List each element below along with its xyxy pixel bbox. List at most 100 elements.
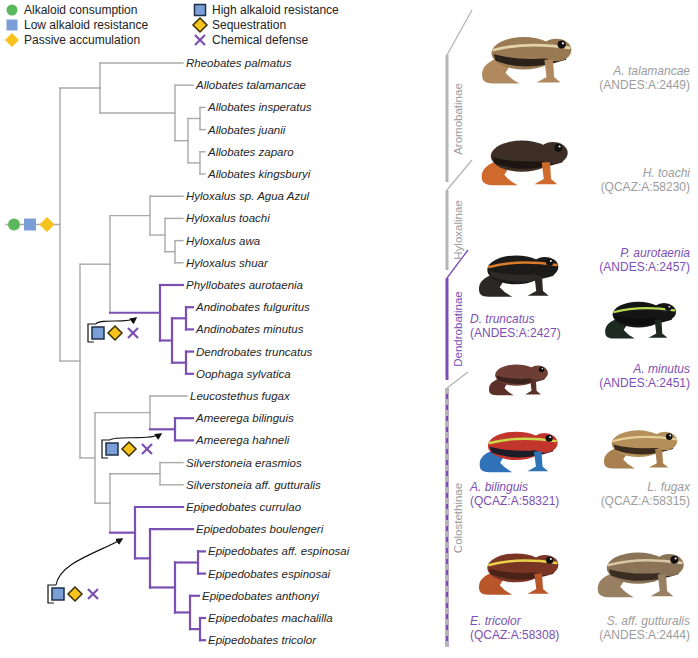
tree-branch — [199, 152, 200, 174]
specimen-id: (ANDES:A:2451) — [599, 376, 690, 390]
tree-branch — [110, 215, 150, 216]
tree-branch — [150, 234, 165, 235]
frog-eye — [558, 40, 566, 48]
frog-head — [539, 142, 568, 164]
tree-branch — [80, 457, 95, 458]
specimen-id: (QCAZ:A:58321) — [470, 494, 559, 508]
species-name: S. aff. gutturalis — [599, 614, 690, 628]
frog-photo — [470, 410, 566, 476]
tree-branch — [100, 112, 175, 113]
taxon-name: Ameerega bilinguis — [196, 411, 294, 425]
high-resistance-square — [106, 443, 118, 455]
photo-caption: S. aff. gutturalis(ANDES:A:2444) — [599, 614, 690, 642]
tree-branch — [165, 218, 183, 219]
taxon-name: Epipedobates currulao — [186, 500, 301, 514]
frog-front-leg — [650, 574, 673, 596]
tree-branch — [186, 373, 193, 375]
subfamily-bar — [446, 190, 449, 270]
sequestration-diamond — [193, 18, 207, 32]
subfamily-bar — [446, 388, 449, 647]
leader-line — [447, 372, 468, 388]
frog-photo — [588, 522, 692, 608]
tree-branch — [185, 352, 187, 374]
subfamily-bar — [446, 55, 449, 182]
sequestration-diamond — [68, 587, 82, 601]
tree-branch — [109, 474, 110, 533]
frog-eye-glint — [669, 435, 671, 437]
species-name: A. minutus — [599, 362, 690, 376]
taxon-name: Hyloxalus toachi — [186, 211, 270, 225]
frog-eye-glint — [550, 260, 552, 262]
tree-branch — [198, 550, 205, 552]
tree-branch — [200, 129, 205, 130]
taxon-name: Allobates talamancae — [196, 78, 306, 92]
tree-branch — [174, 418, 176, 440]
specimen-id: (ANDES:A:2427) — [470, 326, 561, 340]
taxon-name: Epipedobates tricolor — [208, 633, 316, 647]
tree-branch — [100, 62, 183, 63]
legend-text: Passive accumulation — [24, 33, 140, 47]
species-name: A. talamancae — [599, 64, 690, 78]
frog-eye — [665, 304, 672, 311]
frog-head — [528, 366, 548, 381]
tree-branch — [150, 428, 175, 430]
taxon-name: Allobates zaparo — [208, 145, 294, 159]
subfamily-label: Aromobatinae — [452, 83, 465, 155]
sequestration-diamond — [122, 442, 136, 456]
specimen-id: (ANDES:A:2444) — [599, 628, 690, 642]
tree-branch — [95, 502, 110, 503]
tree-branch — [160, 284, 183, 286]
tree-branch — [199, 618, 201, 640]
tree-branch — [174, 241, 175, 263]
frog-photo — [470, 522, 566, 608]
frog-head — [652, 303, 676, 321]
tree-branch — [99, 63, 100, 113]
frog-head — [652, 432, 677, 451]
tree-branch — [80, 263, 110, 264]
subfamily-label: Dendrobatinae — [452, 291, 465, 366]
taxon-name: Leucostethus fugax — [190, 389, 290, 403]
tree-branch — [189, 596, 191, 629]
specimen-id: (ANDES:A:2457) — [599, 260, 690, 274]
subfamily-bar — [446, 278, 449, 380]
frog-photo-node: A. bilinguis(QCAZ:A:58321) — [470, 410, 566, 476]
legend-text: Alkaloid consumption — [24, 3, 137, 17]
taxon-name: Rheobates palmatus — [186, 56, 291, 70]
tree-branch — [172, 362, 186, 364]
taxon-name: Hyloxalus shuar — [186, 256, 268, 270]
frog-front-leg — [527, 451, 548, 471]
frog-photo — [590, 410, 690, 472]
root-trait-symbols — [8, 217, 55, 232]
tree-branch — [171, 318, 173, 362]
tree-branch — [164, 218, 165, 251]
frog-eye — [546, 557, 553, 564]
tree-branch — [79, 264, 80, 458]
tree-branch — [135, 506, 183, 508]
frog-eye — [554, 144, 562, 152]
high-resistance-square — [92, 327, 104, 339]
frog-photo — [470, 228, 566, 306]
photo-caption: A. minutus(ANDES:A:2451) — [599, 362, 690, 390]
tree-branch — [149, 196, 150, 235]
frog-photo-node: A. minutus(ANDES:A:2451) — [470, 348, 566, 398]
species-name: H. toachi — [601, 166, 690, 180]
taxon-name: Allobates insperatus — [208, 100, 312, 114]
frog-front-leg — [534, 162, 557, 184]
low-resistance-square — [24, 219, 36, 231]
subfamily-label: Hyloxalinae — [452, 200, 465, 259]
tree-branch — [150, 195, 183, 196]
tree-branch — [110, 312, 160, 314]
frog-photo — [470, 348, 566, 398]
tree-branch — [199, 107, 200, 129]
frog-head — [531, 433, 557, 453]
legend-text: Chemical defense — [212, 33, 308, 47]
frog-front-leg — [537, 60, 561, 83]
phylogeny-tree — [6, 63, 205, 640]
frog-eye-glint — [562, 42, 564, 44]
tree-branch — [160, 484, 183, 485]
frog-eye-glint — [559, 146, 561, 148]
tree-branch — [110, 532, 135, 534]
frog-photo-node: D. truncatus(ANDES:A:2427) — [470, 228, 566, 306]
taxon-name: Silverstoneia aff. gutturalis — [186, 478, 321, 492]
